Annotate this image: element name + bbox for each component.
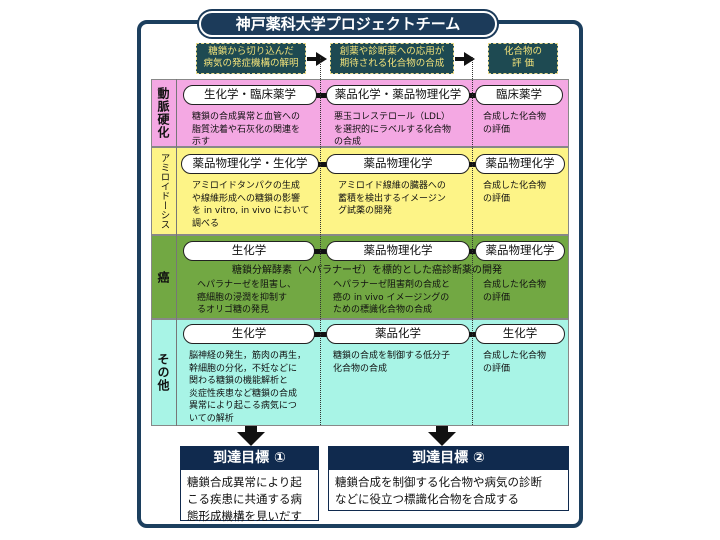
row-1-pill-right: 臨床薬学 (475, 85, 563, 105)
goal-2-arrow-stem (436, 426, 448, 434)
row-1-pill-mid: 薬品化学・薬品物理化学 (326, 85, 470, 105)
row-4-left-text: 脳神経の発生，筋肉の再生， 幹細胞の分化，不妊などに 関わる糖鎖の機能解析と 炎… (189, 350, 306, 425)
row-3-mid-line-3: ための標識化合物の合成 (333, 305, 433, 315)
step-arrow-1-stem (307, 57, 317, 61)
row-2-left-line-2: や線維形成への糖鎖の影響 (192, 193, 301, 204)
row-1-pill-left: 生化学・臨床薬学 (183, 85, 317, 105)
row-2-left-text: アミロイドタンパクの生成 や線維形成への糖鎖の影響 を in vitro, in… (192, 180, 309, 230)
row-amyloidosis-label: アミロイドーシス (151, 147, 177, 235)
row-2-left-line-4: 調べる (192, 218, 220, 229)
row-3-right-line-1: 合成した化合物 (483, 280, 547, 290)
row-2-connector-1 (318, 162, 327, 167)
row-1-connector-1 (316, 93, 327, 98)
row-4-left-line-3: 関わる糖鎖の機能解析と (189, 376, 289, 386)
row-3-left-text: ヘパラナーゼを阻害し、 癌細胞の浸潤を抑制す るオリゴ糖の発見 (197, 279, 296, 317)
row-2-mid-line-3: グ試薬の開発 (338, 206, 393, 216)
step-box-3: 化合物の 評 価 (488, 43, 558, 74)
row-2-right-line-2: の評価 (483, 193, 511, 204)
row-1-left-text: 糖鎖の合成異常と血管への 脂質沈着や石灰化の関連を 示す (192, 111, 300, 149)
row-3-left-line-1: ヘパラナーゼを阻害し、 (197, 280, 297, 290)
row-4-mid-line-2: 化合物の合成 (333, 363, 388, 374)
step-1-line-2: 病気の発症機構の解明 (203, 58, 299, 69)
row-1-right-text: 合成した化合物 の評価 (483, 111, 546, 136)
row-other-label-text: その他 (156, 353, 170, 392)
row-atherosclerosis-label-text: 動脈硬化 (156, 87, 170, 139)
row-4-right-line-2: の評価 (483, 363, 511, 374)
step-arrow-2 (464, 52, 475, 66)
row-atherosclerosis-label: 動脈硬化 (151, 79, 177, 147)
row-3-pill-mid: 薬品物理化学 (326, 241, 470, 261)
row-1-right-line-2: の評価 (483, 124, 511, 135)
step-3-line-1: 化合物の (503, 46, 542, 57)
row-1-left-line-1: 糖鎖の合成異常と血管への (192, 112, 301, 122)
step-box-2: 創薬や診断薬への応用が 期待される化合物の合成 (330, 43, 454, 74)
row-cancer-label: 癌 (151, 235, 177, 319)
row-amyloidosis-label-text: アミロイドーシス (158, 153, 170, 229)
row-other-label: その他 (151, 319, 177, 426)
row-2-right-text: 合成した化合物 の評価 (483, 180, 546, 205)
row-4-left-line-4: 炎症性疾患など糖鎖の合成 (189, 388, 298, 399)
row-4-right-line-1: 合成した化合物 (483, 351, 547, 361)
row-2-left-line-1: アミロイドタンパクの生成 (192, 181, 300, 191)
goal-1-body: 糖鎖合成異常により起 こる疾患に共通する病 態形成機構を見いだす (180, 469, 319, 523)
row-3-left-line-3: るオリゴ糖の発見 (197, 305, 270, 315)
row-1-left-line-3: 示す (192, 137, 211, 147)
goal-1-line-1: 糖鎖合成異常により起 (187, 475, 302, 489)
goal-1-line-3: 態形成機構を見いだす (187, 509, 302, 523)
goal-2-body: 糖鎖合成を制御する化合物や病気の診断 などに役立つ標識化合物を合成する (328, 469, 569, 511)
row-2-mid-line-1: アミロイド線維の臓器への (338, 181, 446, 191)
row-3-mid-line-2: 癌の in vivo イメージングの (333, 292, 450, 303)
row-3-left-line-2: 癌細胞の浸潤を抑制す (197, 292, 288, 303)
row-4-right-text: 合成した化合物 の評価 (483, 350, 546, 375)
row-1-right-line-1: 合成した化合物 (483, 112, 547, 122)
step-2-line-1: 創薬や診断薬への応用が (339, 46, 445, 57)
row-3-banner: 糖鎖分解酵素（ヘパラナーゼ）を標的とした癌診断薬の開発 (232, 265, 502, 276)
row-1-mid-text: 悪玉コレステロール（LDL） を選択的にラベルする化合物 の合成 (334, 111, 451, 149)
goal-1-arrow-stem (245, 426, 257, 434)
row-1-mid-line-1: 悪玉コレステロール（LDL） (334, 112, 450, 122)
row-4-left-line-1: 脳神経の発生，筋肉の再生， (189, 351, 307, 361)
row-1-mid-line-2: を選択的にラベルする化合物 (334, 124, 452, 135)
row-1-mid-line-3: の合成 (334, 137, 362, 147)
row-4-left-line-6: いての解析 (189, 413, 234, 424)
goal-2-line-1: 糖鎖合成を制御する化合物や病気の診断 (335, 475, 542, 489)
column-divider-1 (320, 57, 321, 425)
row-1-left-line-2: 脂質沈着や石灰化の関連を (192, 124, 301, 135)
row-3-right-line-2: の評価 (483, 292, 511, 303)
row-2-pill-mid: 薬品物理化学 (326, 154, 470, 174)
row-2-right-line-1: 合成した化合物 (483, 181, 547, 191)
row-3-pill-right: 薬品物理化学 (475, 241, 565, 261)
step-2-line-2: 期待される化合物の合成 (339, 58, 445, 69)
goal-1-title: 到達目標 ① (180, 446, 319, 470)
row-2-pill-left: 薬品物理化学・生化学 (181, 154, 319, 174)
row-4-mid-line-1: 糖鎖の合成を制御する低分子 (333, 351, 451, 361)
step-box-1: 糖鎖から切り込んだ 病気の発症機構の解明 (196, 43, 306, 74)
diagram-title: 神戸薬科大学プロジェクトチーム (199, 11, 497, 37)
step-3-line-2: 評 価 (511, 58, 535, 69)
row-3-mid-line-1: ヘパラナーゼ阻害剤の合成と (333, 280, 451, 290)
row-3-pill-left: 生化学 (183, 241, 315, 261)
row-4-pill-mid: 薬品化学 (326, 324, 470, 344)
step-arrow-2-stem (455, 57, 465, 61)
row-4-left-line-2: 幹細胞の分化，不妊などに (189, 363, 298, 374)
row-cancer-label-text: 癌 (156, 270, 170, 284)
row-4-pill-right: 生化学 (475, 324, 565, 344)
column-divider-2 (472, 57, 473, 425)
row-2-mid-text: アミロイド線維の臓器への 蓄積を検出するイメージン グ試薬の開発 (338, 180, 446, 218)
row-4-mid-text: 糖鎖の合成を制御する低分子 化合物の合成 (333, 350, 450, 375)
row-2-mid-line-2: 蓄積を検出するイメージン (338, 193, 446, 204)
row-3-right-text: 合成した化合物 の評価 (483, 279, 546, 304)
row-4-pill-left: 生化学 (183, 324, 315, 344)
goal-1-arrow-icon (237, 432, 265, 446)
step-arrow-1 (316, 52, 327, 66)
step-1-line-1: 糖鎖から切り込んだ (208, 46, 294, 57)
row-2-left-line-3: を in vitro, in vivo において (192, 206, 310, 216)
goal-1-line-2: こる疾患に共通する病 (187, 492, 302, 506)
row-2-pill-right: 薬品物理化学 (475, 154, 565, 174)
goal-2-line-2: などに役立つ標識化合物を合成する (335, 492, 519, 506)
goal-2-arrow-icon (428, 432, 456, 446)
row-3-mid-text: ヘパラナーゼ阻害剤の合成と 癌の in vivo イメージングの ための標識化合… (333, 279, 450, 317)
goal-2-title: 到達目標 ② (328, 446, 569, 470)
row-4-left-line-5: 異常により起こる病気につ (189, 401, 297, 411)
